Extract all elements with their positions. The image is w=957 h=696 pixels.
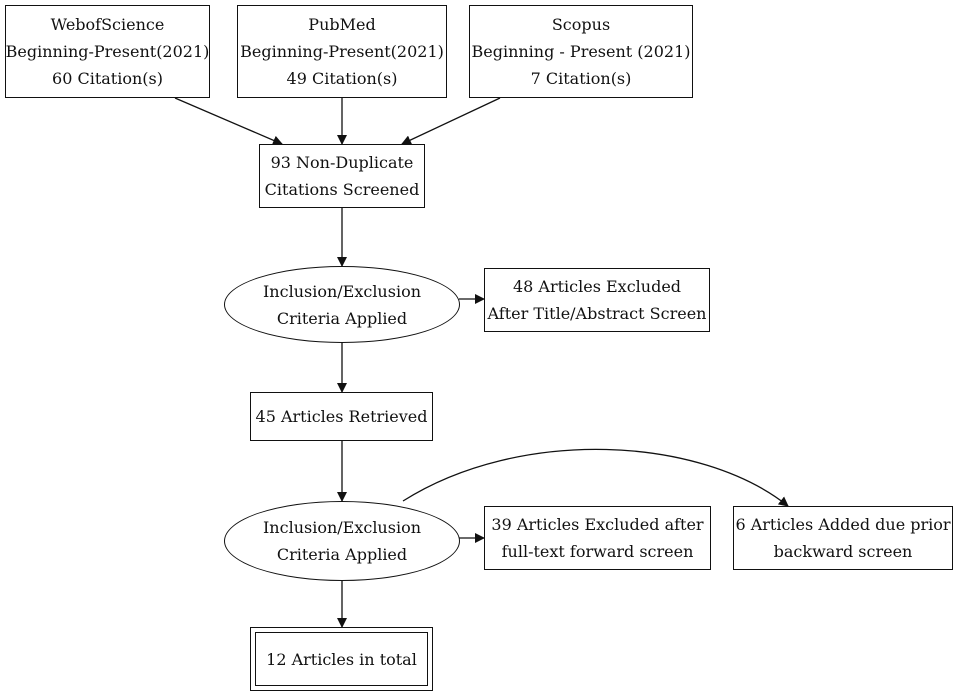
source-name: WebofScience bbox=[50, 15, 165, 34]
excluded1-line-2: After Title/Abstract Screen bbox=[487, 304, 707, 323]
source-range: Beginning - Present (2021) bbox=[471, 42, 691, 61]
edge-wos-to-screened bbox=[174, 97, 283, 146]
excluded1-line-1: 48 Articles Excluded bbox=[512, 277, 682, 296]
excluded-fulltext-box: 39 Articles Excluded after full-text for… bbox=[484, 506, 711, 570]
source-name: PubMed bbox=[308, 15, 376, 34]
criteria-line-2: Criteria Applied bbox=[276, 545, 408, 564]
criteria-ellipse-2: Inclusion/Exclusion Criteria Applied bbox=[224, 501, 460, 581]
total-box: 12 Articles in total bbox=[250, 627, 433, 691]
total-inner-border: 12 Articles in total bbox=[255, 632, 428, 686]
criteria-line-2: Criteria Applied bbox=[276, 308, 408, 328]
edge-criteria2-to-added bbox=[402, 448, 789, 507]
total-line: 12 Articles in total bbox=[266, 649, 417, 669]
added-line-2: backward screen bbox=[773, 542, 913, 561]
source-name: Scopus bbox=[551, 15, 611, 34]
edge-scopus-to-screened bbox=[401, 97, 501, 145]
excluded2-line-1: 39 Articles Excluded after bbox=[491, 515, 704, 534]
added-line-1: 6 Articles Added due prior bbox=[735, 515, 951, 534]
screened-line-1: 93 Non-Duplicate bbox=[270, 153, 414, 172]
added-backward-box: 6 Articles Added due prior backward scre… bbox=[733, 506, 953, 570]
source-pubmed: PubMed Beginning-Present(2021) 49 Citati… bbox=[237, 5, 447, 98]
source-range: Beginning-Present(2021) bbox=[240, 42, 444, 61]
source-count: 60 Citation(s) bbox=[52, 69, 163, 88]
excluded2-line-2: full-text forward screen bbox=[501, 542, 694, 561]
criteria-ellipse-1: Inclusion/Exclusion Criteria Applied bbox=[224, 266, 460, 343]
source-webofscience: WebofScience Beginning-Present(2021) 60 … bbox=[5, 5, 210, 98]
source-scopus: Scopus Beginning - Present (2021) 7 Cita… bbox=[469, 5, 693, 98]
criteria-line-1: Inclusion/Exclusion bbox=[262, 518, 421, 537]
source-count: 49 Citation(s) bbox=[286, 69, 398, 88]
excluded-title-abstract-box: 48 Articles Excluded After Title/Abstrac… bbox=[484, 268, 710, 332]
source-count: 7 Citation(s) bbox=[530, 69, 632, 88]
retrieved-box: 45 Articles Retrieved bbox=[250, 392, 433, 441]
source-range: Beginning-Present(2021) bbox=[5, 42, 210, 61]
screened-line-2: Citations Screened bbox=[264, 180, 420, 199]
criteria-line-1: Inclusion/Exclusion bbox=[262, 281, 421, 301]
retrieved-line: 45 Articles Retrieved bbox=[255, 407, 428, 426]
screened-box: 93 Non-Duplicate Citations Screened bbox=[259, 144, 425, 208]
